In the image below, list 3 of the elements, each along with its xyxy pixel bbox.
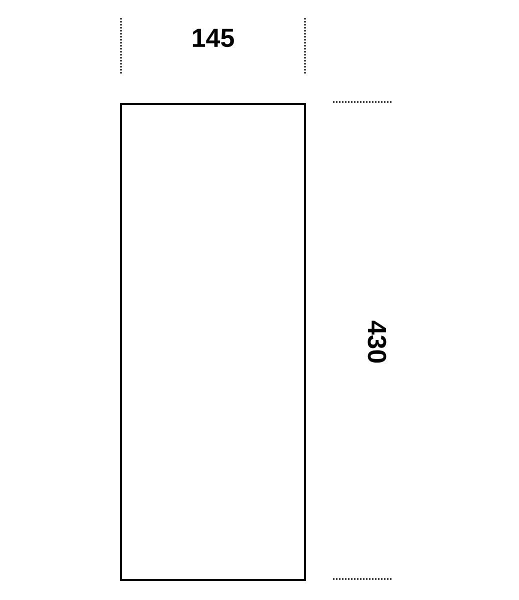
dimension-label: 145	[192, 28, 234, 48]
dimension-label: 430	[368, 320, 386, 363]
rectangle-outline	[120, 103, 306, 581]
